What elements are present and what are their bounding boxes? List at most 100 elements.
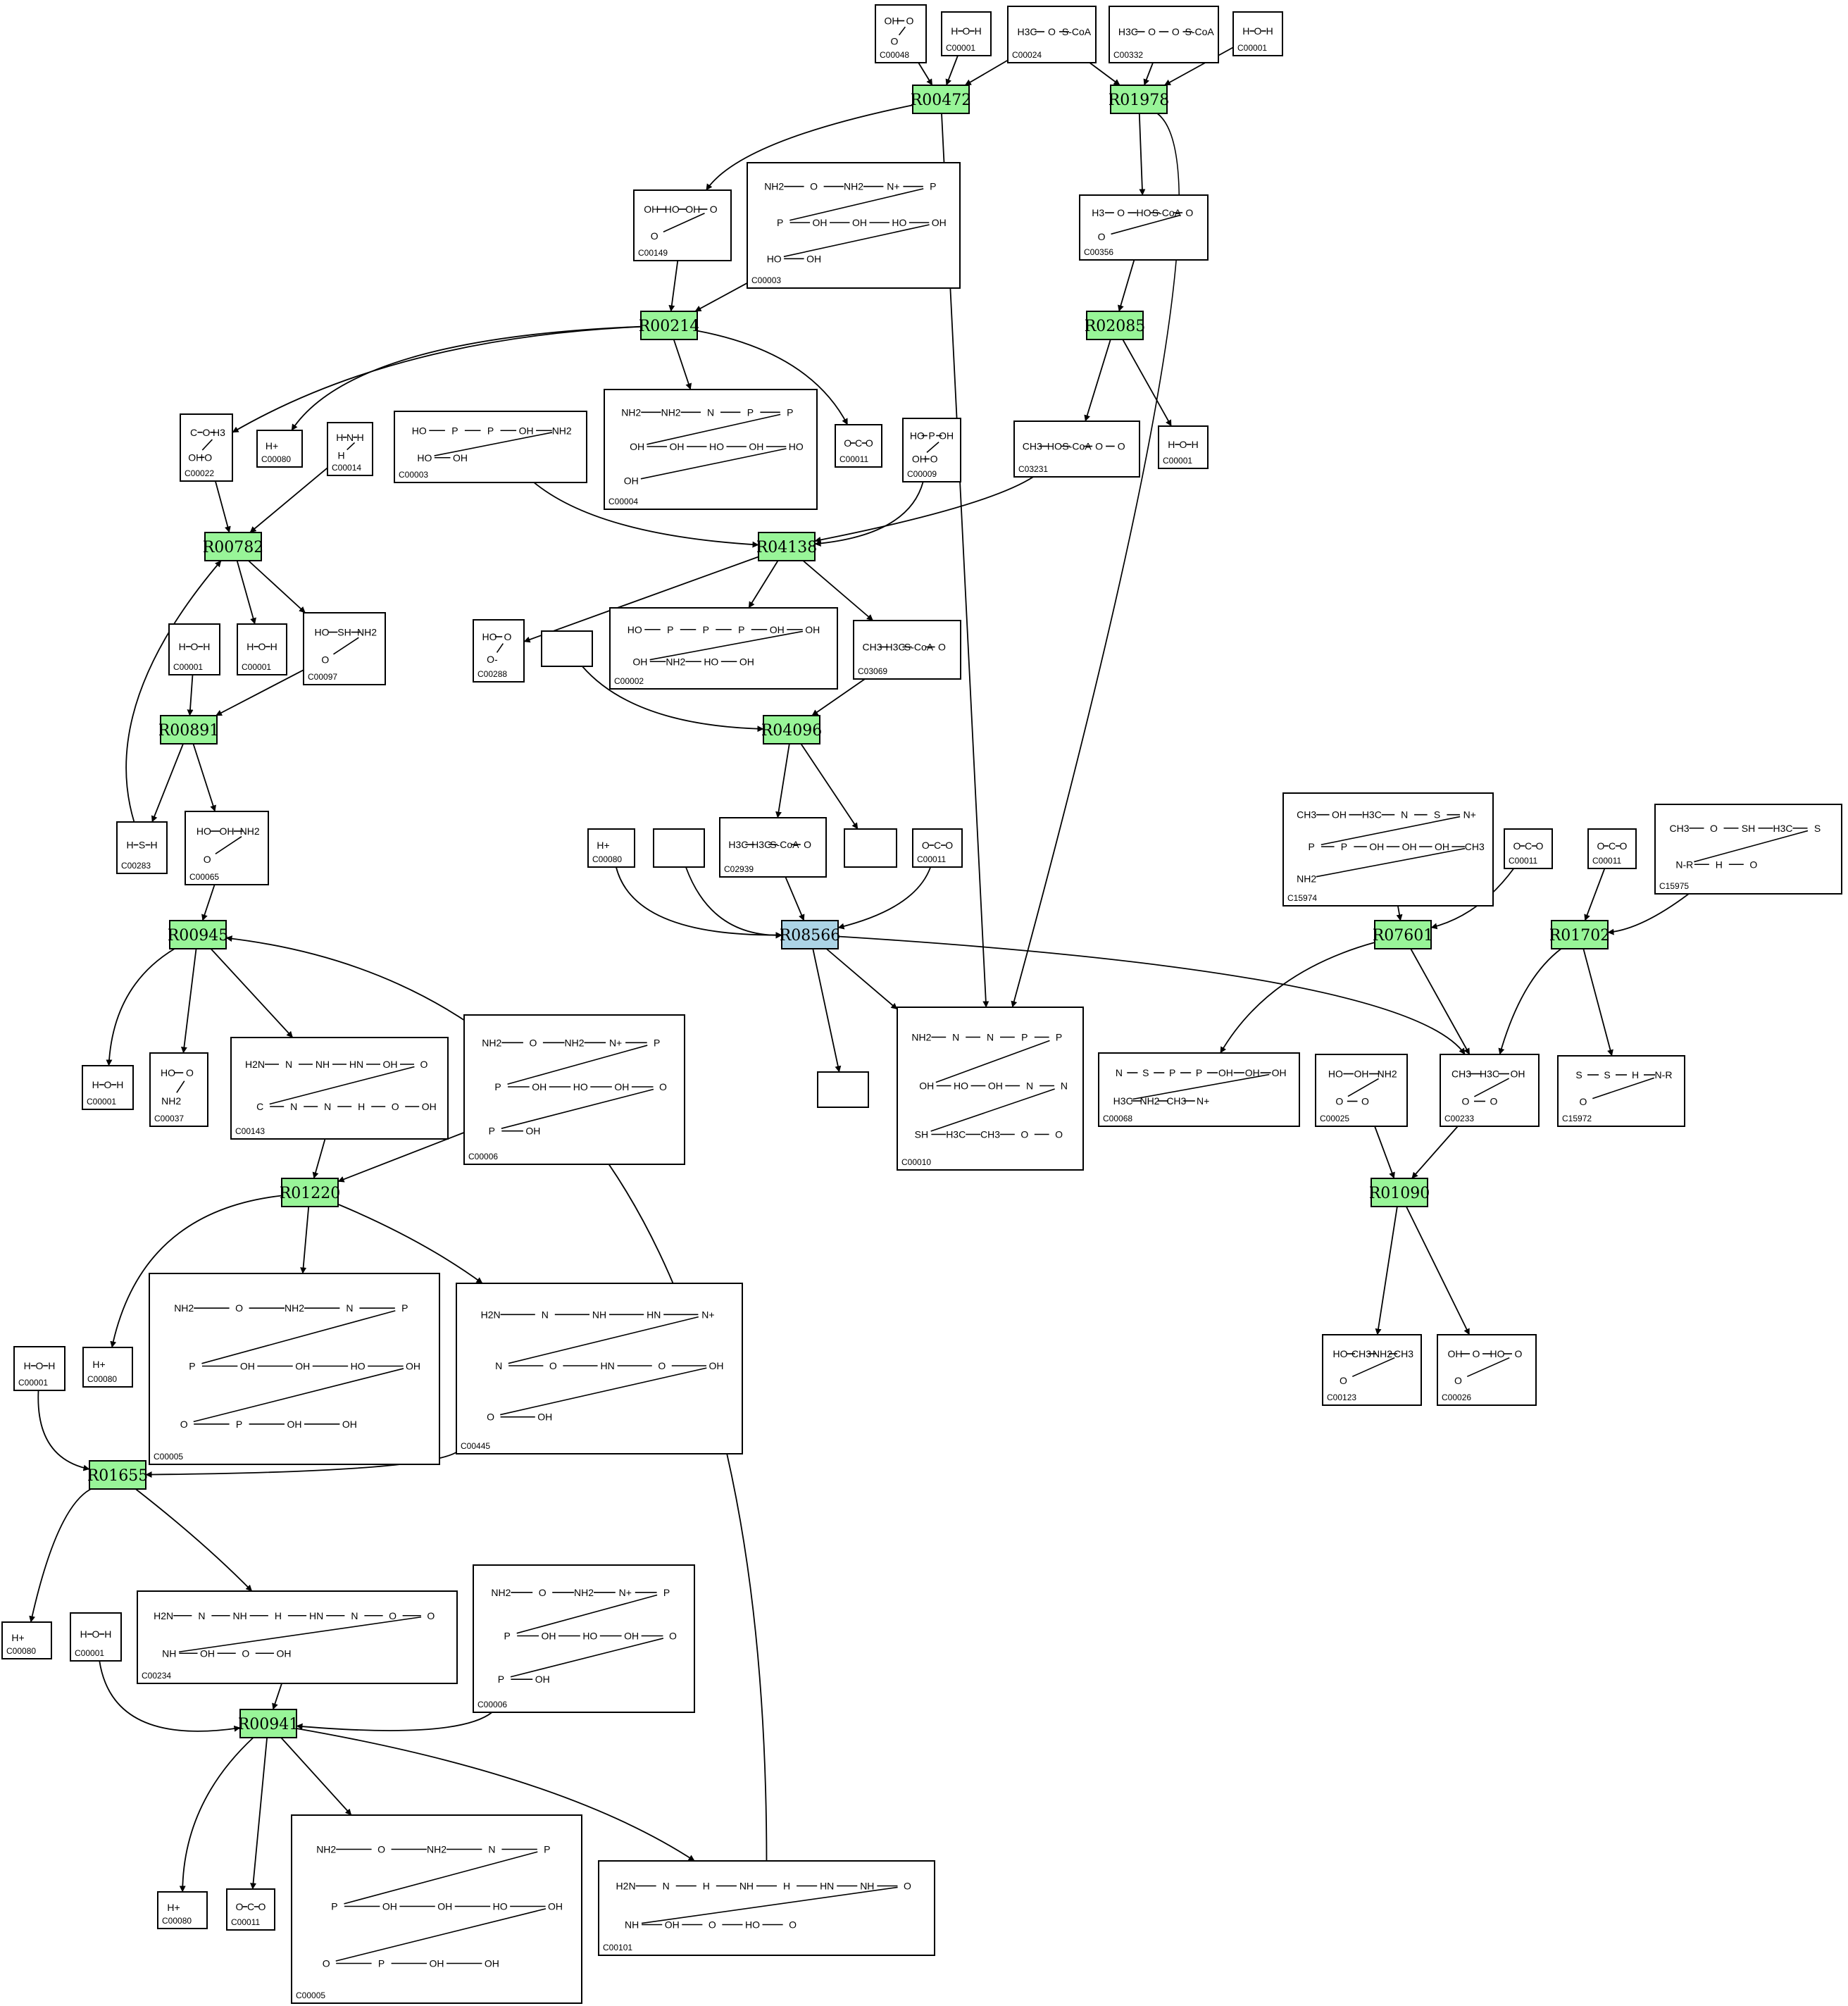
atom-label: O xyxy=(844,437,851,449)
reaction-node-r04096[interactable]: R04096 xyxy=(761,715,823,745)
compound-node-c00080[interactable]: H+C00080 xyxy=(1,1621,52,1659)
reaction-node-r02085[interactable]: R02085 xyxy=(1085,311,1146,340)
reaction-node-r04138[interactable]: R04138 xyxy=(756,532,818,561)
compound-node-unlabeled[interactable] xyxy=(653,828,705,868)
reaction-node-r00472[interactable]: R00472 xyxy=(911,85,972,114)
edge-R02085-to-n16 xyxy=(1084,339,1111,422)
reaction-node-r01978[interactable]: R01978 xyxy=(1109,85,1170,114)
reaction-node-r00782[interactable]: R00782 xyxy=(203,532,264,561)
bond-line xyxy=(201,439,213,451)
atom-label: O xyxy=(1020,1129,1028,1140)
bond-line xyxy=(783,224,930,258)
reaction-node-r01655[interactable]: R01655 xyxy=(87,1460,149,1490)
atom-label: OH xyxy=(532,1081,547,1092)
compound-id-label: C00234 xyxy=(142,1671,171,1681)
atom-label: C xyxy=(1525,840,1532,852)
compound-node-unlabeled[interactable] xyxy=(817,1071,869,1108)
compound-node-c00080[interactable]: H+C00080 xyxy=(157,1891,208,1929)
compound-box xyxy=(1557,1055,1685,1127)
bond-line xyxy=(176,1080,185,1093)
compound-id-label: C00356 xyxy=(1084,247,1113,257)
compound-node-unlabeled[interactable] xyxy=(541,630,593,667)
reaction-node-r01220[interactable]: R01220 xyxy=(280,1178,341,1207)
compound-id-label: C15972 xyxy=(1562,1114,1592,1123)
atom-label: O xyxy=(1536,840,1544,852)
bond-line xyxy=(179,1616,422,1653)
compound-node-c00080[interactable]: H+C00080 xyxy=(82,1347,133,1388)
edge-n29-to-R08566 xyxy=(685,866,782,939)
reaction-node-r01090[interactable]: R01090 xyxy=(1369,1178,1430,1207)
reaction-node-r01702[interactable]: R01702 xyxy=(1549,920,1611,949)
reaction-node-r08566[interactable]: R08566 xyxy=(780,920,841,949)
reaction-node-r00891[interactable]: R00891 xyxy=(158,715,220,745)
atom-label: HO xyxy=(482,631,497,642)
atom-label: CH3 xyxy=(1394,1348,1413,1359)
atom-label: P xyxy=(654,1037,660,1048)
atom-label: P xyxy=(663,1587,670,1598)
atom-label: O xyxy=(204,854,211,865)
reaction-node-r00945[interactable]: R00945 xyxy=(168,920,229,949)
reaction-node-r07601[interactable]: R07601 xyxy=(1373,920,1434,949)
atom-label: O xyxy=(1117,207,1125,218)
compound-node-c00080[interactable]: H+C00080 xyxy=(256,430,303,468)
atom-label: O xyxy=(1118,441,1125,452)
compound-node-c00080[interactable]: H+C00080 xyxy=(587,828,635,868)
compound-node-unlabeled[interactable] xyxy=(844,828,897,868)
reaction-node-r00214[interactable]: R00214 xyxy=(639,311,700,340)
reaction-node-r00941[interactable]: R00941 xyxy=(238,1709,299,1738)
